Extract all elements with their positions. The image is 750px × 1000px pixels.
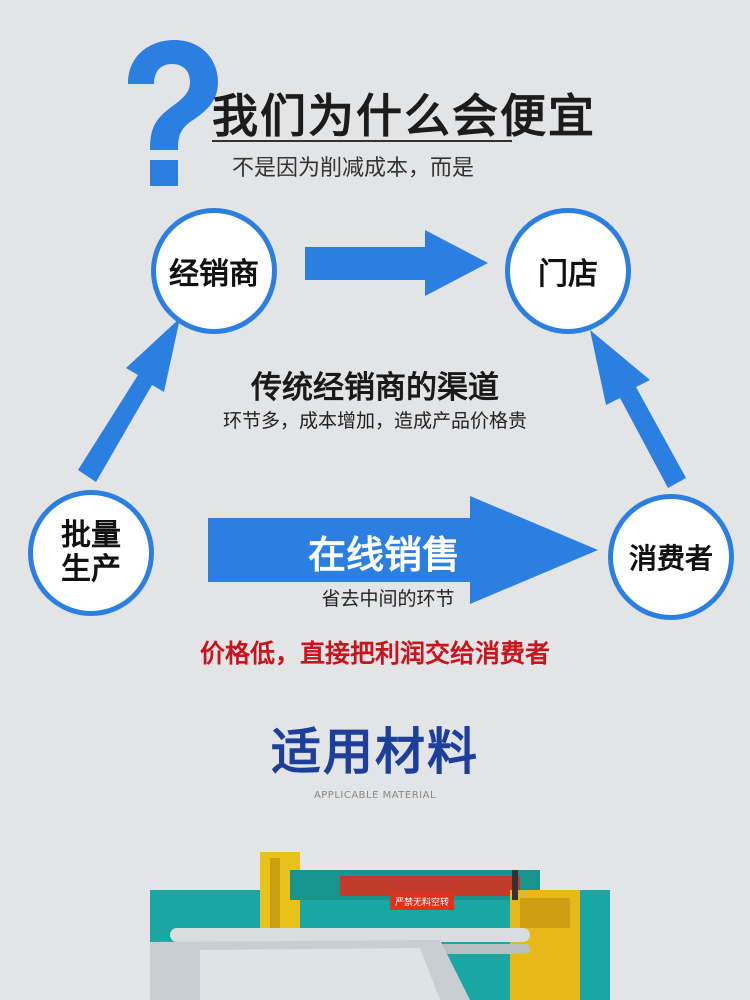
shearing-machine-image: 严禁无料空转 xyxy=(150,852,610,1000)
section-title: 适用材料 xyxy=(271,723,479,781)
arrow-batch-to-distributor xyxy=(78,318,180,482)
node-consumer-label: 消费者 xyxy=(628,542,713,575)
arrow-online-sales xyxy=(208,496,598,604)
node-store: 门店 xyxy=(505,208,631,334)
node-consumer: 消费者 xyxy=(608,494,734,620)
traditional-channel-subtitle: 环节多，成本增加，造成产品价格贵 xyxy=(222,410,527,432)
arrow-distributor-to-store xyxy=(305,230,488,296)
section-subtitle: APPLICABLE MATERIAL xyxy=(313,790,437,801)
traditional-channel-title: 传统经销商的渠道 xyxy=(251,370,499,406)
online-sales-label: 在线销售 xyxy=(307,533,460,577)
node-store-label: 门店 xyxy=(538,257,598,292)
node-batch-label-2: 生产 xyxy=(61,552,121,587)
page-title: 我们为什么会便宜 xyxy=(212,89,596,143)
question-mark-icon xyxy=(128,40,218,186)
title-underline xyxy=(212,140,512,142)
node-distributor-label: 经销商 xyxy=(169,257,259,292)
node-distributor: 经销商 xyxy=(151,208,277,334)
page-subtitle: 不是因为削减成本，而是 xyxy=(232,156,475,181)
slogan-text: 价格低，直接把利润交给消费者 xyxy=(199,639,550,668)
node-batch-production: 批量 生产 xyxy=(28,490,154,616)
online-sales-subtitle: 省去中间的环节 xyxy=(321,588,455,610)
arrow-consumer-to-store xyxy=(590,330,686,488)
machine-warning-label: 严禁无料空转 xyxy=(395,896,449,908)
node-batch-label-1: 批量 xyxy=(61,518,121,553)
